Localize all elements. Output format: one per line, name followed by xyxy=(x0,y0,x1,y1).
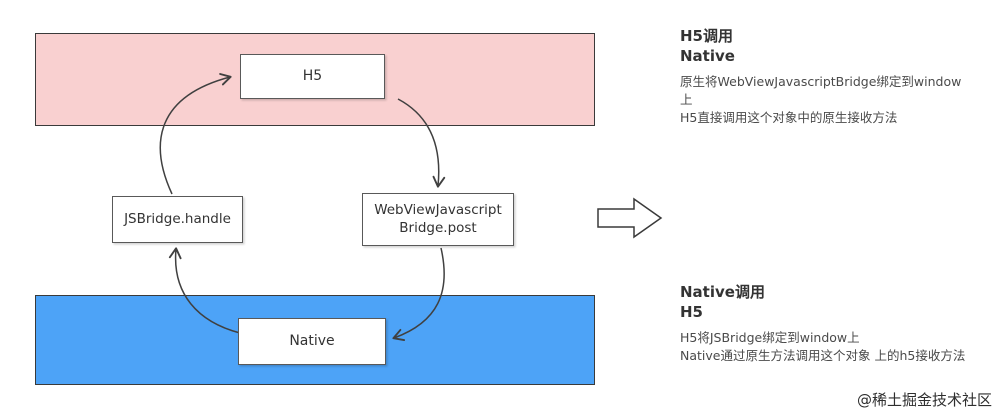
annotation1-body-line3: H5直接调用这个对象中的原生接收方法 xyxy=(680,109,898,125)
native-node-label: Native xyxy=(289,333,335,350)
jsbridge-handle-node: JSBridge.handle xyxy=(112,196,243,243)
webviewjavascriptbridge-post-node: WebViewJavascript Bridge.post xyxy=(362,193,514,246)
annotation-native-calls-h5: Native调用 H5 H5将JSBridge绑定到window上 Native… xyxy=(680,282,995,365)
webviewbridge-label-line2: Bridge.post xyxy=(399,219,477,236)
native-node: Native xyxy=(238,318,386,365)
h5-node-label: H5 xyxy=(302,68,323,85)
big-right-arrow xyxy=(597,197,663,239)
annotation1-body-line1: 原生将WebViewJavascriptBridge绑定到window xyxy=(680,73,962,89)
jsbridge-handle-label: JSBridge.handle xyxy=(124,210,231,227)
webviewbridge-label-line1: WebViewJavascript xyxy=(374,201,502,218)
h5-node: H5 xyxy=(240,54,385,99)
annotation-h5-calls-native: H5调用 Native 原生将WebViewJavascriptBridge绑定… xyxy=(680,26,995,127)
watermark-text: @稀土掘金技术社区 xyxy=(856,391,992,409)
annotation2-body-line2: Native通过原生方法调用这个对象 上的h5接收方法 xyxy=(680,347,966,363)
annotation1-title-line2: Native xyxy=(680,47,735,66)
annotation1-body-line2: 上 xyxy=(680,91,693,107)
annotation2-body-line1: H5将JSBridge绑定到window上 xyxy=(680,329,860,345)
annotation1-title-line1: H5调用 xyxy=(680,27,733,45)
annotation2-title-line1: Native调用 xyxy=(680,283,765,301)
annotation2-title-line2: H5 xyxy=(680,303,703,322)
